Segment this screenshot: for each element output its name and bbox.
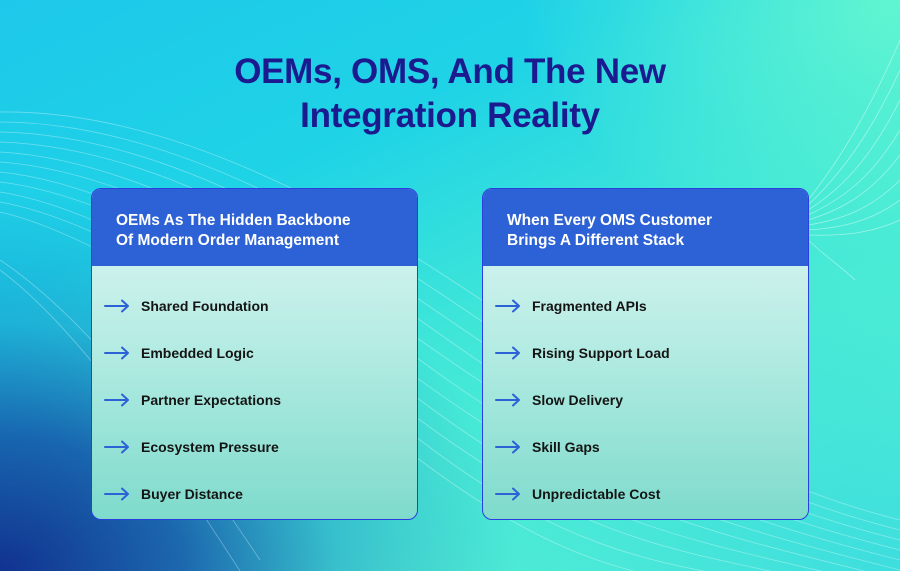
list-item: Unpredictable Cost [483, 470, 808, 517]
list-item: Skill Gaps [483, 423, 808, 470]
list-item: Slow Delivery [483, 376, 808, 423]
item-label: Embedded Logic [141, 344, 254, 361]
card-heading-line2: Brings A Different Stack [507, 232, 685, 249]
list-item: Ecosystem Pressure [92, 423, 417, 470]
arrow-right-icon [104, 393, 129, 406]
list-item: Buyer Distance [92, 470, 417, 517]
arrow-right-icon [495, 393, 520, 406]
list-item: Embedded Logic [92, 329, 417, 376]
item-label: Fragmented APIs [532, 297, 647, 314]
item-label: Slow Delivery [532, 391, 624, 408]
item-label: Shared Foundation [141, 297, 269, 314]
page-title-line2: Integration Reality [300, 96, 600, 135]
card-heading-line2: Of Modern Order Management [116, 232, 340, 249]
item-label: Rising Support Load [532, 344, 670, 361]
list-item: Rising Support Load [483, 329, 808, 376]
arrow-right-icon [104, 299, 129, 312]
arrow-right-icon [104, 487, 129, 500]
item-label: Buyer Distance [141, 485, 243, 502]
list-item: Fragmented APIs [483, 282, 808, 329]
list-item: Shared Foundation [92, 282, 417, 329]
card-header: When Every OMS Customer Brings A Differe… [483, 189, 808, 266]
list-item: Partner Expectations [92, 376, 417, 423]
card-oms-customer-stack: When Every OMS Customer Brings A Differe… [482, 188, 809, 520]
item-label: Partner Expectations [141, 391, 282, 408]
arrow-right-icon [495, 487, 520, 500]
item-label: Ecosystem Pressure [141, 438, 279, 455]
card-item-list: Shared Foundation Embedded Logic Partner… [92, 266, 417, 517]
card-heading-line1: When Every OMS Customer [507, 212, 712, 229]
arrow-right-icon [495, 440, 520, 453]
arrow-right-icon [495, 346, 520, 359]
arrow-right-icon [104, 440, 129, 453]
arrow-right-icon [495, 299, 520, 312]
item-label: Unpredictable Cost [532, 485, 661, 502]
item-label: Skill Gaps [532, 438, 600, 455]
card-header: OEMs As The Hidden Backbone Of Modern Or… [92, 189, 417, 266]
card-heading-line1: OEMs As The Hidden Backbone [116, 212, 351, 229]
arrow-right-icon [104, 346, 129, 359]
page-title: OEMs, OMS, And The New Integration Reali… [0, 50, 900, 138]
card-oem-backbone: OEMs As The Hidden Backbone Of Modern Or… [91, 188, 418, 520]
card-item-list: Fragmented APIs Rising Support Load Slow… [483, 266, 808, 517]
page-title-line1: OEMs, OMS, And The New [234, 52, 666, 91]
